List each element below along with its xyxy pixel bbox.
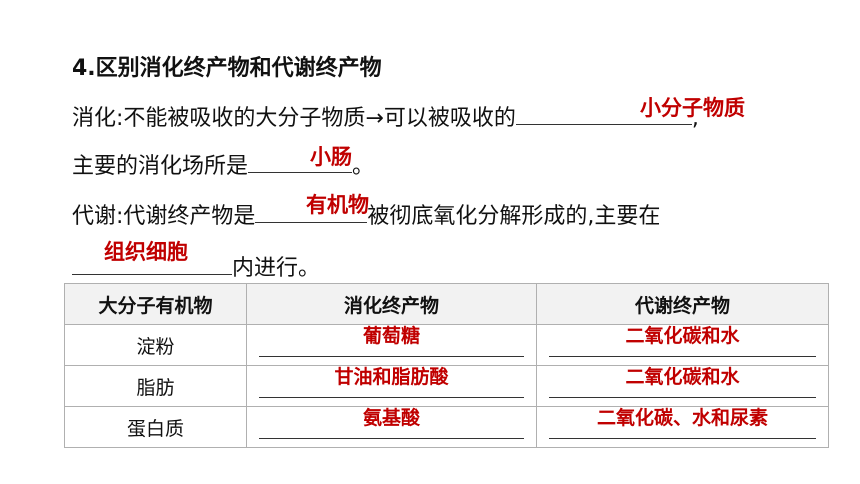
metabolism-answer: 二氧化碳、水和尿素 xyxy=(596,407,768,429)
answer-tissue-cells: 组织细胞 xyxy=(104,240,188,264)
line2-end: 。 xyxy=(352,154,375,179)
end-products-table: 大分子有机物 消化终产物 代谢终产物 淀粉 葡萄糖 二氧化碳和水 脂肪 甘油和脂… xyxy=(64,283,829,448)
metabolism-text-after: 被彻底氧化分解形成的,主要在 xyxy=(367,204,661,229)
blank-small-intestine xyxy=(248,150,353,173)
metabolism-answer: 二氧化碳和水 xyxy=(625,325,740,347)
line4-end: 内进行。 xyxy=(232,256,321,281)
answer-organic-matter: 有机物 xyxy=(306,193,369,217)
answer-line xyxy=(549,356,816,357)
metabolism-cell: 二氧化碳和水 xyxy=(536,365,829,407)
digestion-cell: 葡萄糖 xyxy=(246,324,537,366)
table-row: 淀粉 葡萄糖 二氧化碳和水 xyxy=(64,324,829,366)
digestion-answer: 葡萄糖 xyxy=(362,325,420,347)
answer-line xyxy=(259,438,524,439)
digestion-site-sentence: 主要的消化场所是 。 xyxy=(72,148,374,180)
header-metabolism-product: 代谢终产物 xyxy=(536,283,829,325)
answer-line xyxy=(259,356,524,357)
digestion-cell: 甘油和脂肪酸 xyxy=(246,365,537,407)
row-name: 淀粉 xyxy=(64,324,247,366)
metabolism-site-sentence: 内进行。 xyxy=(72,250,320,282)
blank-small-molecule xyxy=(515,102,692,125)
metabolism-answer: 二氧化碳和水 xyxy=(625,366,740,388)
row-name: 蛋白质 xyxy=(64,406,247,448)
answer-small-intestine: 小肠 xyxy=(310,145,352,169)
digestion-cell: 氨基酸 xyxy=(246,406,537,448)
answer-line xyxy=(549,397,816,398)
digestion-site-text: 主要的消化场所是 xyxy=(72,154,249,179)
digestion-answer: 甘油和脂肪酸 xyxy=(334,366,449,388)
row-name: 脂肪 xyxy=(64,365,247,407)
answer-line xyxy=(549,438,816,439)
metabolism-cell: 二氧化碳、水和尿素 xyxy=(536,406,829,448)
metabolism-sentence: 代谢:代谢终产物是 被彻底氧化分解形成的,主要在 xyxy=(72,198,660,230)
line1-end: , xyxy=(691,106,699,131)
metabolism-cell: 二氧化碳和水 xyxy=(536,324,829,366)
blank-organic-matter xyxy=(255,200,368,223)
section-heading: 4.区别消化终产物和代谢终产物 xyxy=(72,56,382,81)
table-row: 蛋白质 氨基酸 二氧化碳、水和尿素 xyxy=(64,406,829,448)
digestion-text: 消化:不能被吸收的大分子物质→可以被吸收的 xyxy=(72,106,516,131)
table-row: 脂肪 甘油和脂肪酸 二氧化碳和水 xyxy=(64,365,829,407)
answer-line xyxy=(259,397,524,398)
digestion-sentence: 消化:不能被吸收的大分子物质→可以被吸收的, xyxy=(72,100,699,132)
header-macromolecule: 大分子有机物 xyxy=(64,283,247,325)
table-header-row: 大分子有机物 消化终产物 代谢终产物 xyxy=(64,283,829,325)
metabolism-text: 代谢:代谢终产物是 xyxy=(72,204,256,229)
header-digestion-product: 消化终产物 xyxy=(246,283,537,325)
answer-small-molecule: 小分子物质 xyxy=(640,96,745,120)
digestion-answer: 氨基酸 xyxy=(362,407,420,429)
blank-tissue-cells xyxy=(72,252,232,275)
